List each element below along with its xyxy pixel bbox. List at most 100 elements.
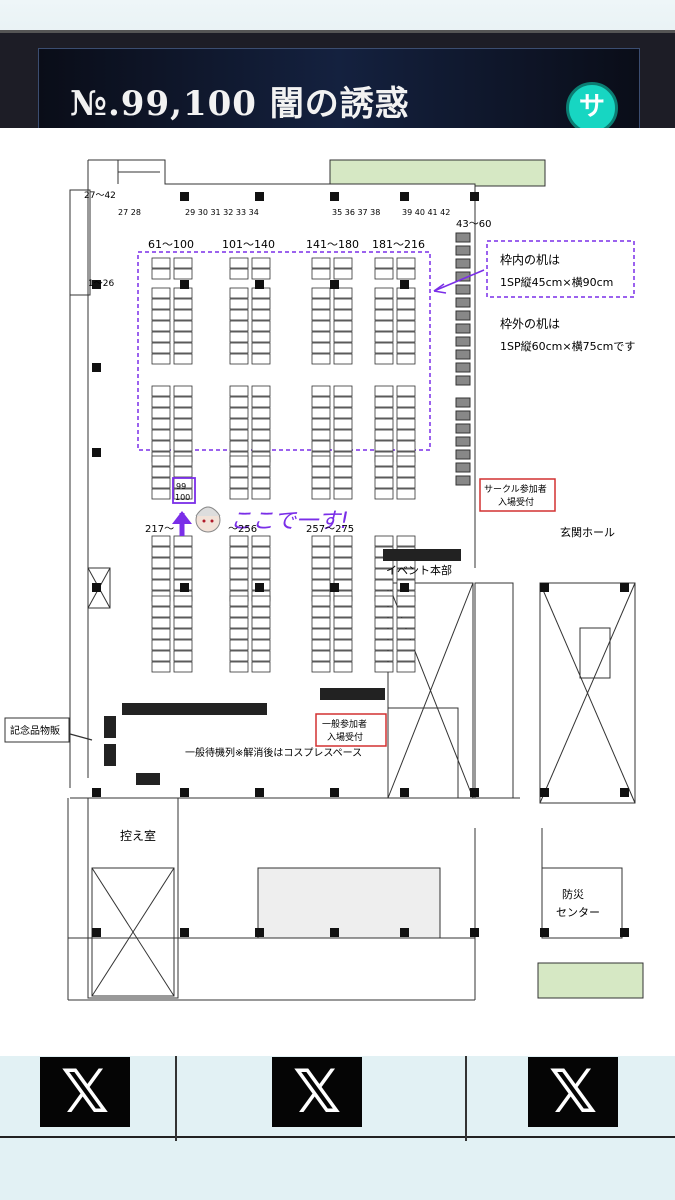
booth-table xyxy=(311,568,331,580)
corner-range-27-42: 27～42 xyxy=(84,191,116,201)
side-booth xyxy=(455,232,471,243)
note-inside-line1: 枠内の机は xyxy=(500,253,560,267)
booth-table xyxy=(151,650,171,662)
booth-table xyxy=(151,309,171,321)
booth-table xyxy=(311,407,331,419)
pillar xyxy=(92,583,101,592)
booth-table xyxy=(229,617,249,629)
booth-table xyxy=(374,320,394,332)
corner-range-1-26: 1～26 xyxy=(88,279,114,289)
booth-table xyxy=(173,287,193,299)
booth-table xyxy=(151,342,171,354)
booth-table xyxy=(311,579,331,591)
booth-table xyxy=(173,535,193,547)
booth-table xyxy=(229,331,249,343)
booth-table xyxy=(333,650,353,662)
x-logo-icon[interactable]: 𝕏 xyxy=(40,1057,130,1127)
x-logo-icon[interactable]: 𝕏 xyxy=(528,1057,618,1127)
booth-table xyxy=(229,639,249,651)
booth-table xyxy=(251,568,271,580)
booth-table xyxy=(374,477,394,489)
booth-table xyxy=(374,639,394,651)
booth-table xyxy=(396,535,416,547)
booth-table xyxy=(229,535,249,547)
booth-table xyxy=(173,396,193,408)
booth-table xyxy=(374,331,394,343)
pillar xyxy=(330,192,339,201)
booth-table xyxy=(173,418,193,430)
booth-table xyxy=(333,568,353,580)
booth-table xyxy=(251,466,271,478)
pillar xyxy=(620,788,629,797)
pointer-arrow-icon xyxy=(172,511,192,524)
booth-table xyxy=(396,287,416,299)
side-booth xyxy=(455,297,471,308)
gray-hall-area xyxy=(257,867,441,939)
booth-table xyxy=(311,298,331,310)
booth-table xyxy=(396,440,416,452)
booth-table xyxy=(151,418,171,430)
corner-range-43-60: 43～60 xyxy=(456,219,491,230)
booth-table xyxy=(173,617,193,629)
booth-table xyxy=(151,617,171,629)
booth-table xyxy=(333,407,353,419)
booth-table xyxy=(229,466,249,478)
booth-table xyxy=(173,320,193,332)
pillar xyxy=(540,788,549,797)
booth-table xyxy=(151,396,171,408)
side-booth xyxy=(455,449,471,460)
pillar xyxy=(400,788,409,797)
booth-table xyxy=(151,320,171,332)
booth-table xyxy=(151,257,171,269)
booth-table xyxy=(333,440,353,452)
pillar xyxy=(330,928,339,937)
booth-table xyxy=(333,320,353,332)
booth-table xyxy=(311,617,331,629)
x-logo-icon[interactable]: 𝕏 xyxy=(272,1057,362,1127)
booth-table xyxy=(396,257,416,269)
side-booth xyxy=(455,436,471,447)
booth-table xyxy=(374,385,394,397)
booth-table xyxy=(229,385,249,397)
booth-table xyxy=(173,606,193,618)
pillar xyxy=(180,583,189,592)
pillar xyxy=(92,448,101,457)
booth-table xyxy=(173,488,193,500)
side-booth xyxy=(455,336,471,347)
note-box xyxy=(486,240,635,298)
booth-table xyxy=(251,606,271,618)
booth-table xyxy=(151,298,171,310)
booth-table xyxy=(396,617,416,629)
pillar xyxy=(255,192,264,201)
booth-table xyxy=(311,650,331,662)
pillar xyxy=(92,280,101,289)
booth-table xyxy=(151,579,171,591)
booth-table xyxy=(374,617,394,629)
booth-table xyxy=(374,257,394,269)
booth-table xyxy=(173,309,193,321)
booth-table xyxy=(173,557,193,569)
circle-badge-icon[interactable]: サ xyxy=(566,82,618,134)
booth-table xyxy=(333,557,353,569)
booth-table xyxy=(311,466,331,478)
booth-table xyxy=(251,628,271,640)
booth-table xyxy=(311,661,331,673)
booth-table xyxy=(374,661,394,673)
booth-table xyxy=(251,268,271,280)
booth-table xyxy=(251,557,271,569)
booth-table xyxy=(251,488,271,500)
booth-table xyxy=(311,353,331,365)
pillar xyxy=(540,583,549,592)
side-booth xyxy=(455,375,471,386)
booth-table xyxy=(151,268,171,280)
booth-table xyxy=(151,595,171,607)
booth-table xyxy=(374,595,394,607)
booth-table xyxy=(151,287,171,299)
highlight-booth-box xyxy=(172,477,196,504)
booth-table xyxy=(333,617,353,629)
booth-table xyxy=(173,257,193,269)
booth-table xyxy=(311,309,331,321)
pillar xyxy=(470,928,479,937)
booth-table xyxy=(151,407,171,419)
booth-table xyxy=(374,418,394,430)
